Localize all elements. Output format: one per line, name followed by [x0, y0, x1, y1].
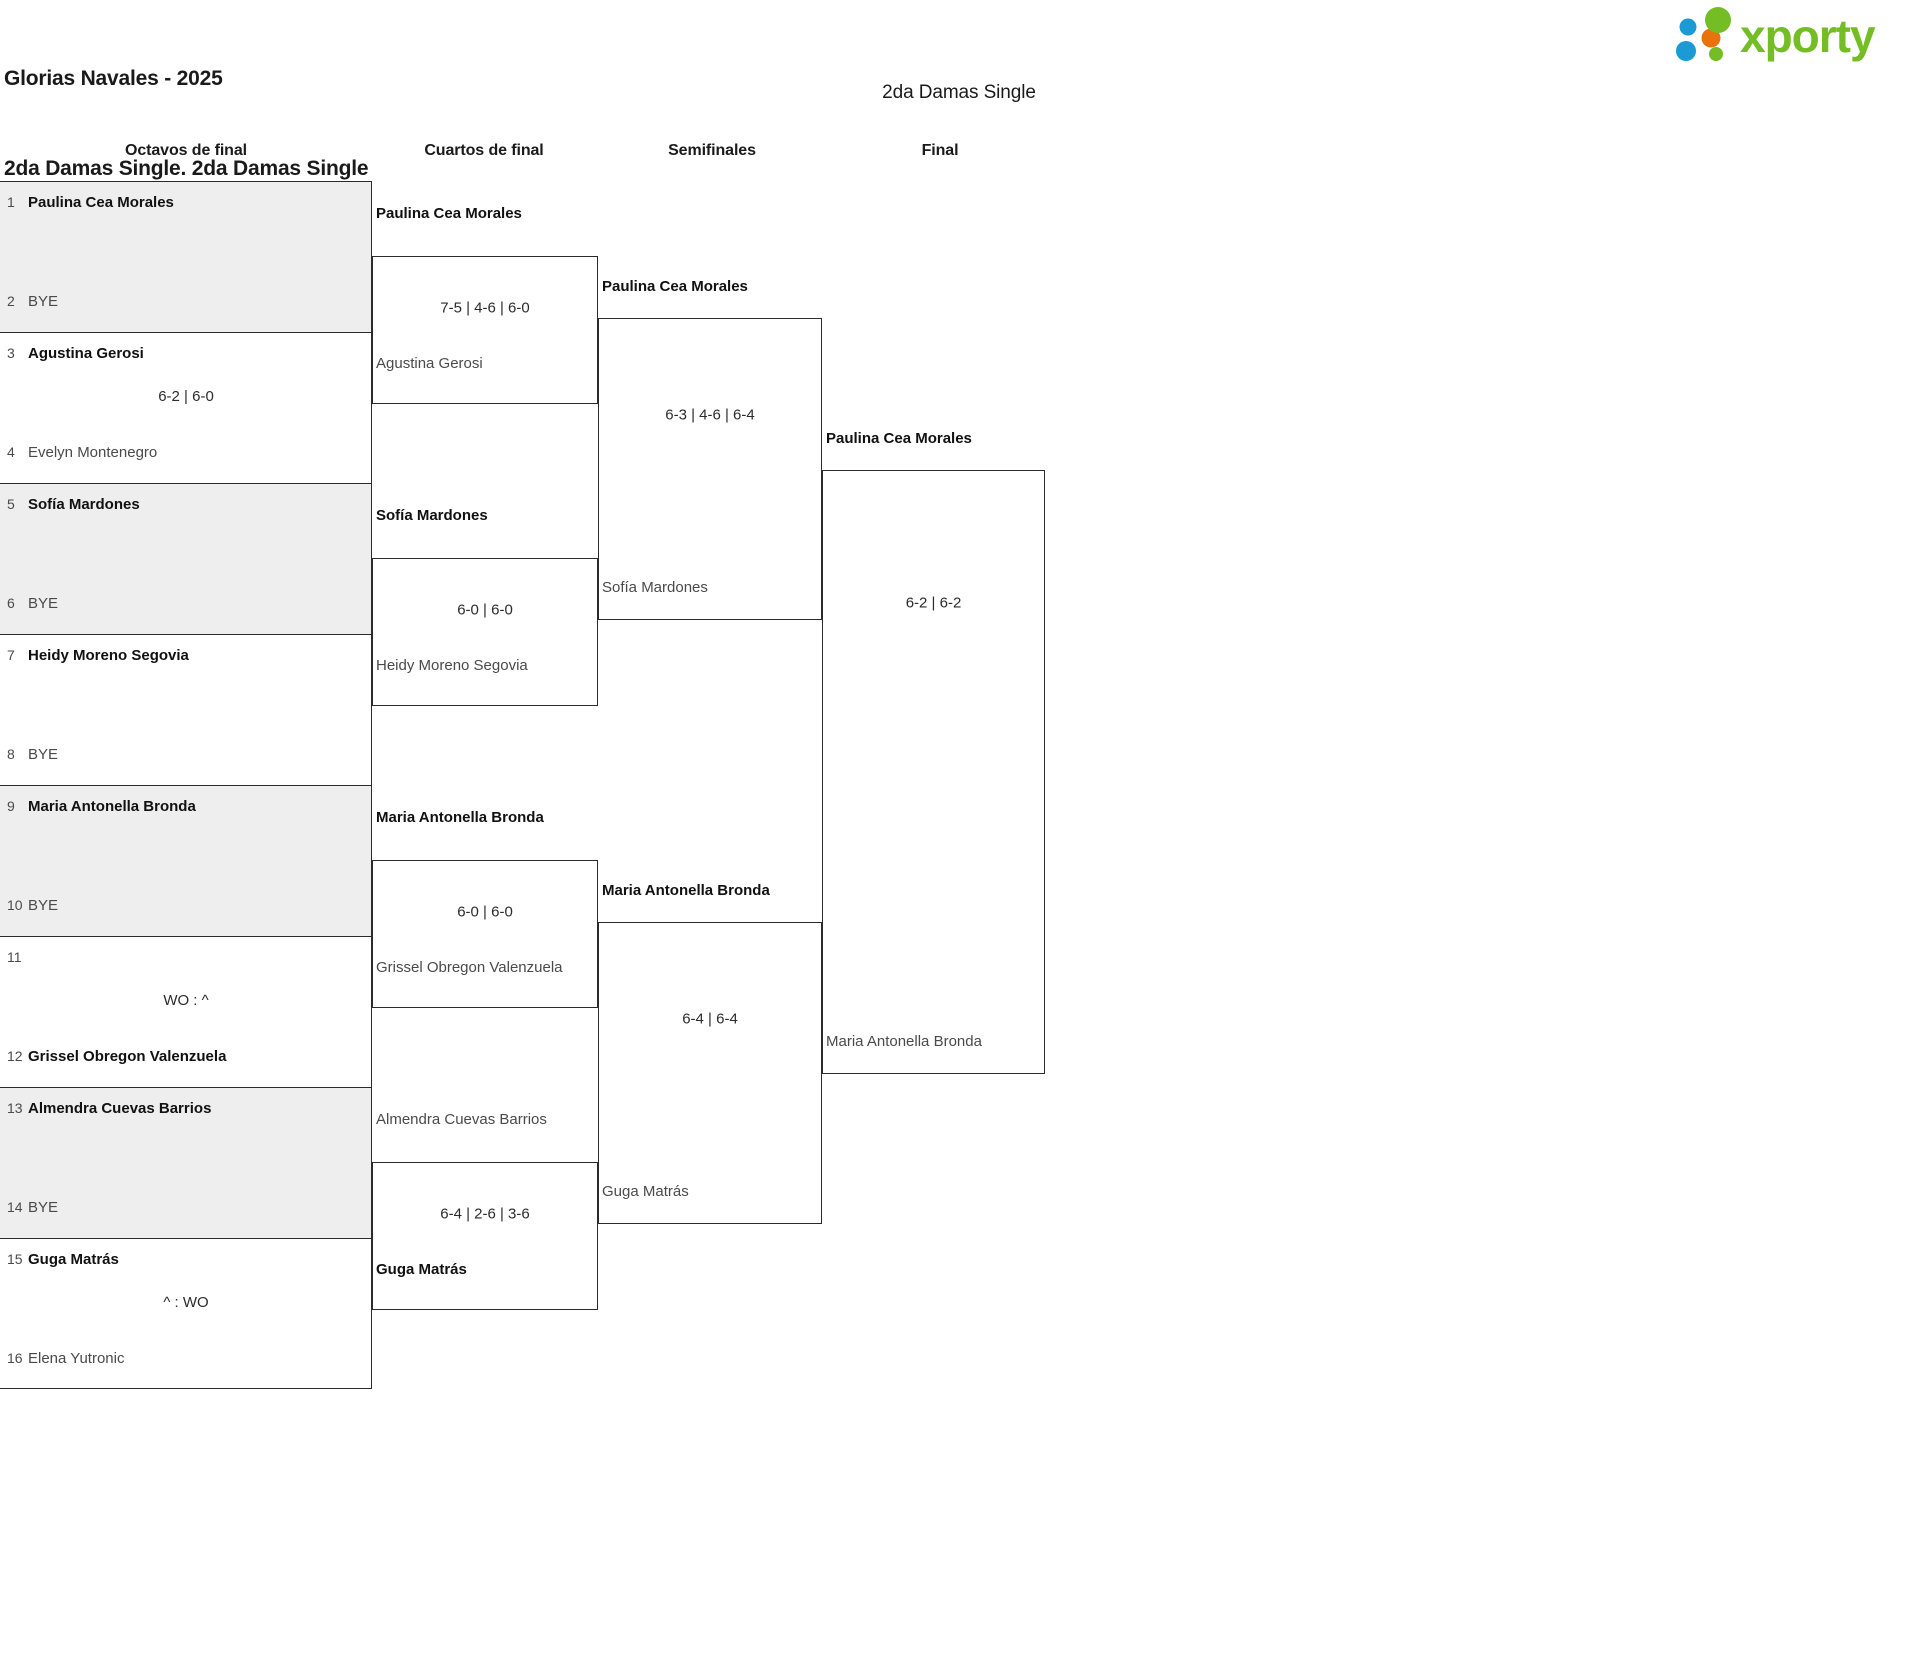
match-r1-4[interactable]: 7 Heidy Moreno Segovia 8 BYE: [0, 634, 372, 785]
bracket-slot[interactable]: 12 Grissel Obregon Valenzuela: [7, 1047, 227, 1065]
bracket-slot[interactable]: 9 Maria Antonella Bronda: [7, 797, 196, 815]
match-r2-3[interactable]: 6-0 | 6-0: [372, 860, 598, 1008]
match-r2-1[interactable]: 7-5 | 4-6 | 6-0: [372, 256, 598, 404]
bracket-slot[interactable]: 8 BYE: [7, 745, 59, 763]
match-score: 6-2 | 6-2: [905, 594, 962, 612]
advancing-player[interactable]: Paulina Cea Morales: [376, 205, 522, 222]
match-r2-2[interactable]: 6-0 | 6-0: [372, 558, 598, 706]
match-score: 6-4 | 6-4: [682, 1010, 738, 1028]
bracket-slot[interactable]: 3 Agustina Gerosi: [7, 344, 144, 362]
bracket-subtitle: 2da Damas Single: [0, 82, 1920, 104]
match-score: 6-0 | 6-0: [457, 903, 513, 921]
eliminated-player[interactable]: Heidy Moreno Segovia: [376, 657, 528, 674]
match-r3-2[interactable]: 6-4 | 6-4: [598, 922, 822, 1224]
match-r1-3[interactable]: 5 Sofía Mardones 6 BYE: [0, 483, 372, 634]
eliminated-player[interactable]: Agustina Gerosi: [376, 355, 483, 372]
round-header-semifinales: Semifinales: [668, 142, 756, 159]
match-score: 7-5 | 4-6 | 6-0: [440, 299, 530, 317]
bracket-slot[interactable]: 15 Guga Matrás: [7, 1250, 119, 1268]
runner-up-player[interactable]: Maria Antonella Bronda: [826, 1033, 982, 1050]
eliminated-player[interactable]: Grissel Obregon Valenzuela: [376, 959, 563, 976]
bracket-slot[interactable]: 4 Evelyn Montenegro: [7, 443, 158, 461]
bracket-slot[interactable]: 7 Heidy Moreno Segovia: [7, 646, 189, 664]
bracket-slot[interactable]: 16 Elena Yutronic: [7, 1349, 125, 1367]
tournament-name: Glorias Navales - 2025: [4, 67, 223, 90]
eliminated-player[interactable]: Sofía Mardones: [602, 579, 708, 596]
svg-text:xporty: xporty: [1740, 10, 1876, 62]
bracket-slot[interactable]: 10 BYE: [7, 896, 59, 914]
round-header-cuartos: Cuartos de final: [424, 142, 544, 159]
bracket-slot[interactable]: 11: [7, 949, 22, 965]
match-r1-8[interactable]: 15 Guga Matrás 16 Elena Yutronic ^ : WO: [0, 1238, 372, 1389]
eliminated-player[interactable]: Guga Matrás: [602, 1183, 689, 1200]
match-r1-7[interactable]: 13 Almendra Cuevas Barrios 14 BYE: [0, 1087, 372, 1238]
advancing-player[interactable]: Paulina Cea Morales: [602, 278, 748, 295]
eliminated-player[interactable]: Almendra Cuevas Barrios: [376, 1111, 547, 1128]
match-score: ^ : WO: [163, 1294, 209, 1311]
match-score: WO : ^: [163, 992, 209, 1009]
bracket-slot[interactable]: 13 Almendra Cuevas Barrios: [7, 1099, 212, 1117]
champion-player[interactable]: Paulina Cea Morales: [826, 430, 972, 447]
match-score: 6-4 | 2-6 | 3-6: [440, 1205, 530, 1223]
bracket-slot[interactable]: 1 Paulina Cea Morales: [7, 193, 174, 211]
match-score: 6-0 | 6-0: [457, 601, 513, 619]
round-header-octavos: Octavos de final: [125, 142, 247, 159]
bracket-slot[interactable]: 14 BYE: [7, 1198, 59, 1216]
advancing-player[interactable]: Sofía Mardones: [376, 507, 488, 524]
page-title: Glorias Navales - 2025 2da Damas Single.…: [4, 4, 369, 214]
advancing-player[interactable]: Guga Matrás: [376, 1261, 467, 1278]
bracket-slot[interactable]: 2 BYE: [7, 292, 59, 310]
xporty-logo: xporty: [1666, 6, 1906, 64]
match-r1-2[interactable]: 3 Agustina Gerosi 4 Evelyn Montenegro 6-…: [0, 332, 372, 483]
advancing-player[interactable]: Maria Antonella Bronda: [376, 809, 544, 826]
advancing-player[interactable]: Maria Antonella Bronda: [602, 882, 770, 899]
match-r3-1[interactable]: 6-3 | 4-6 | 6-4: [598, 318, 822, 620]
bracket-subtitle-text: 2da Damas Single: [882, 82, 1036, 103]
match-score: 6-2 | 6-0: [158, 388, 214, 405]
match-score: 6-3 | 4-6 | 6-4: [665, 406, 755, 424]
match-r1-1[interactable]: 1 Paulina Cea Morales 2 BYE: [0, 181, 372, 332]
tournament-category: 2da Damas Single. 2da Damas Single: [4, 157, 369, 180]
match-r1-5[interactable]: 9 Maria Antonella Bronda 10 BYE: [0, 785, 372, 936]
match-r2-4[interactable]: 6-4 | 2-6 | 3-6: [372, 1162, 598, 1310]
bracket-slot[interactable]: 6 BYE: [7, 594, 59, 612]
match-r1-6[interactable]: 11 12 Grissel Obregon Valenzuela WO : ^: [0, 936, 372, 1087]
round-header-final: Final: [921, 142, 959, 159]
match-r4-final[interactable]: 6-2 | 6-2: [822, 470, 1045, 1074]
bracket-slot[interactable]: 5 Sofía Mardones: [7, 495, 140, 513]
